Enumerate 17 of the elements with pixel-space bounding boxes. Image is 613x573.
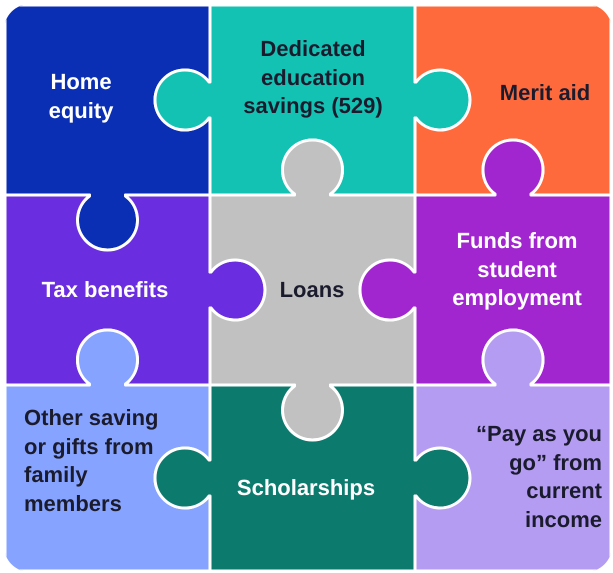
- puzzle-piece: [210, 140, 415, 440]
- piece-label: Merit aid: [498, 79, 592, 107]
- puzzle-piece: [415, 5, 611, 195]
- puzzle-piece: [155, 385, 470, 571]
- piece-label: Tax benefits: [40, 276, 170, 304]
- piece-label: Home equity: [48, 68, 114, 125]
- piece-label: Dedicated education savings (529): [242, 35, 384, 120]
- piece-label: Other saving or gifts from family members: [24, 404, 160, 518]
- puzzle-piece: [360, 140, 611, 385]
- puzzle-piece: [415, 330, 611, 571]
- puzzle-piece: [5, 195, 265, 385]
- piece-label: “Pay as you go” from current income: [475, 420, 602, 534]
- puzzle-piece: [5, 5, 210, 250]
- piece-label: Loans: [278, 276, 346, 304]
- piece-label: Funds from student employment: [451, 227, 583, 312]
- puzzle-piece: [5, 330, 210, 571]
- piece-label: Scholarships: [236, 474, 376, 502]
